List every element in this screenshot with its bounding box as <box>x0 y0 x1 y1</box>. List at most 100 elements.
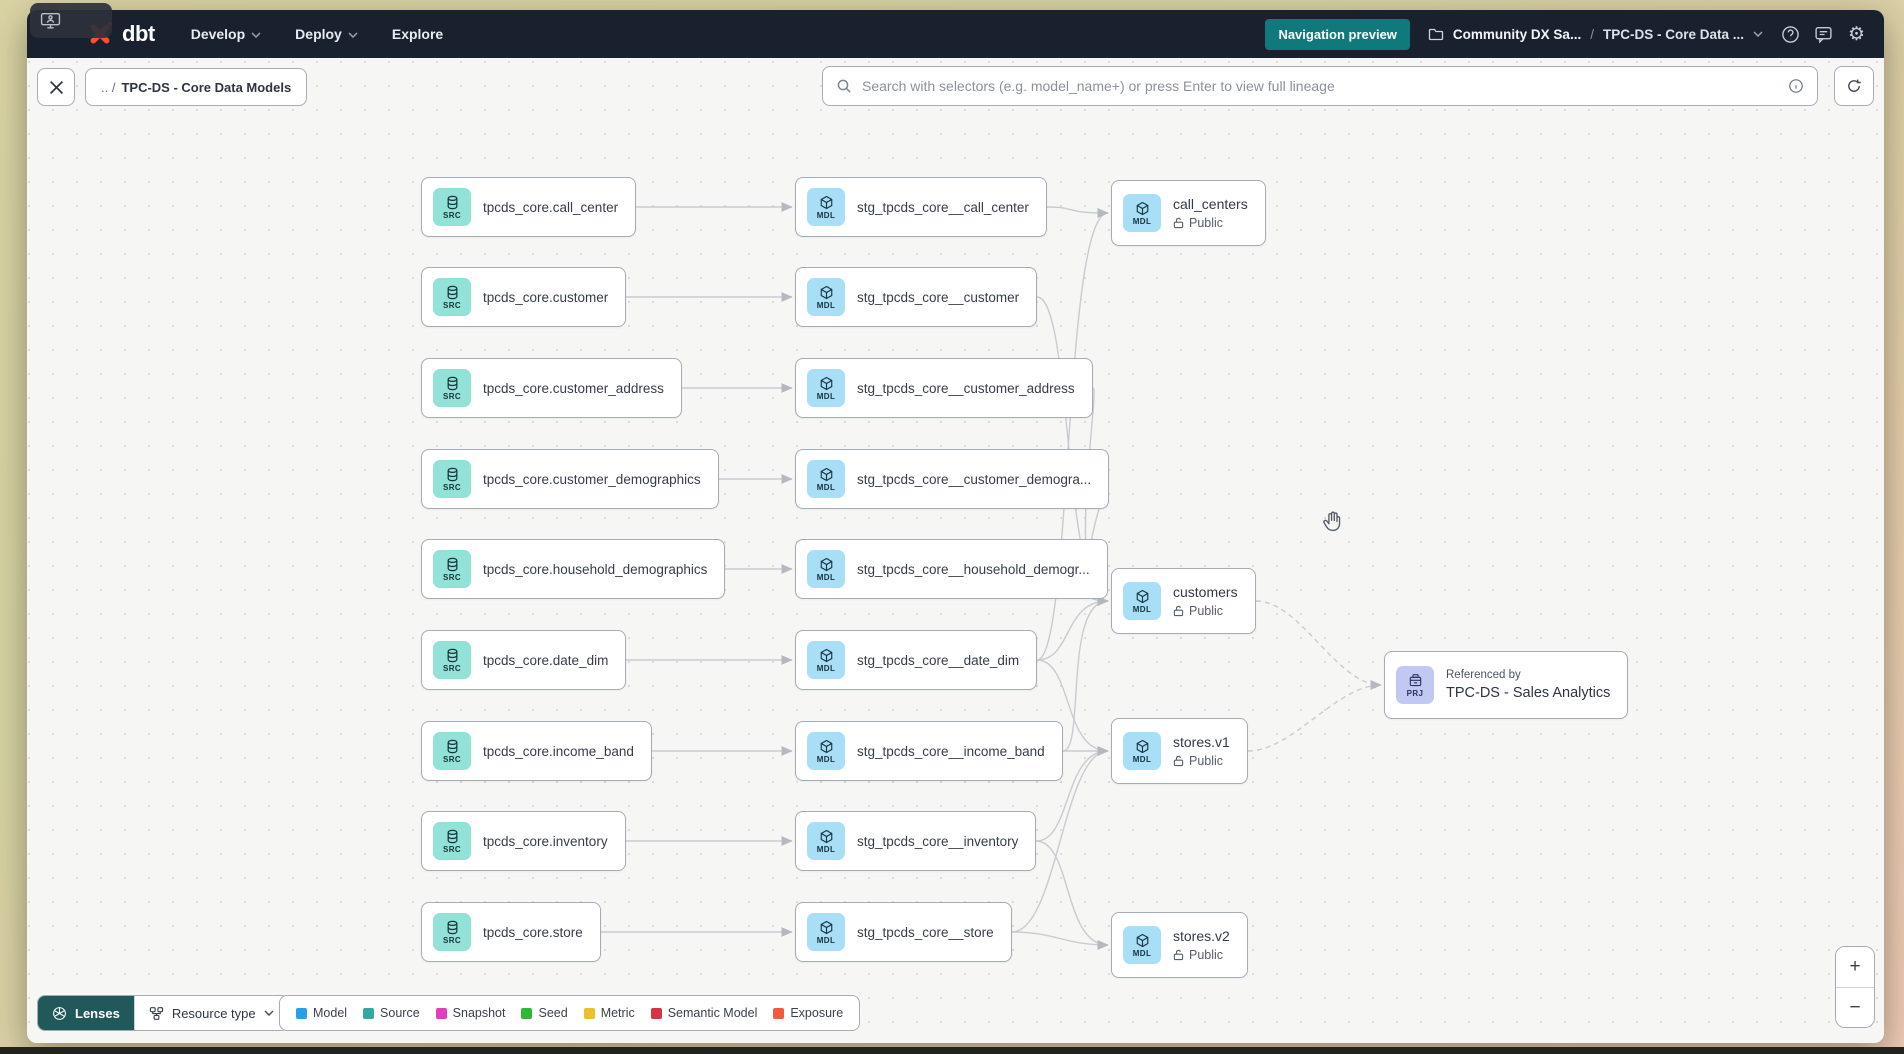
database-icon <box>447 467 457 481</box>
database-icon <box>447 376 457 390</box>
model-node[interactable]: MDL stg_tpcds_core__inventory <box>795 811 1037 871</box>
chevron-down-icon <box>251 32 261 38</box>
legend-item: Semantic Model <box>650 1006 757 1020</box>
nav-menu-explore[interactable]: Explore <box>391 26 444 42</box>
source-node[interactable]: SRC tpcds_core.household_demographics <box>421 539 726 599</box>
model-cube-icon <box>820 376 832 390</box>
view-controls: Lenses Resource type <box>37 995 289 1031</box>
database-icon <box>447 648 457 662</box>
settings-gear-icon[interactable]: ⚙ <box>1847 23 1866 45</box>
info-icon[interactable] <box>1788 78 1804 94</box>
help-icon[interactable] <box>1781 25 1800 44</box>
source-badge: SRC <box>433 641 471 679</box>
public-lock-icon <box>1173 217 1184 229</box>
model-cube-icon <box>820 467 832 481</box>
source-node[interactable]: SRC tpcds_core.customer_demographics <box>421 449 719 509</box>
project-badge: PRJ <box>1396 666 1434 704</box>
chevron-down-icon <box>264 1010 274 1016</box>
legend-swatch <box>583 1007 595 1019</box>
navigation-preview-button[interactable]: Navigation preview <box>1265 18 1410 50</box>
chevron-down-icon <box>348 32 358 38</box>
account-breadcrumb[interactable]: Community DX Sa... / TPC-DS - Core Data … <box>1428 26 1763 42</box>
model-cube-icon <box>820 557 832 571</box>
model-node[interactable]: MDL stg_tpcds_core__call_center <box>795 177 1047 237</box>
refresh-lineage-button[interactable] <box>1834 66 1874 106</box>
source-badge: SRC <box>433 732 471 770</box>
model-badge: MDL <box>807 641 845 679</box>
project-node[interactable]: PRJ Referenced by TPC-DS - Sales Analyti… <box>1384 651 1629 719</box>
lenses-button[interactable]: Lenses <box>38 996 134 1030</box>
public-model-node[interactable]: MDL stores.v1 Public <box>1111 718 1248 784</box>
breadcrumb-label: TPC-DS - Core Data Models <box>121 79 292 95</box>
legend-swatch <box>363 1007 375 1019</box>
model-badge: MDL <box>807 913 845 951</box>
feedback-icon[interactable] <box>1814 25 1833 44</box>
database-icon <box>447 739 457 753</box>
source-node[interactable]: SRC tpcds_core.income_band <box>421 721 652 781</box>
brand-text: dbt <box>122 21 155 46</box>
legend-item: Model <box>296 1006 347 1020</box>
legend-item: Exposure <box>773 1006 843 1020</box>
model-badge: MDL <box>807 369 845 407</box>
nav-menu-deploy[interactable]: Deploy <box>295 26 358 42</box>
chevron-down-icon[interactable] <box>1753 31 1763 37</box>
project-name: TPC-DS - Core Data ... <box>1602 26 1744 42</box>
source-node[interactable]: SRC tpcds_core.call_center <box>421 177 637 237</box>
source-badge: SRC <box>433 550 471 588</box>
access-badge: Public <box>1173 216 1248 230</box>
legend-item: Seed <box>521 1006 568 1020</box>
model-cube-icon <box>1136 739 1148 753</box>
lineage-canvas[interactable]: SRC tpcds_core.call_center MDL stg_tpcds… <box>27 58 1884 1043</box>
source-node[interactable]: SRC tpcds_core.inventory <box>421 811 626 871</box>
source-node[interactable]: SRC tpcds_core.date_dim <box>421 630 627 690</box>
public-model-node[interactable]: MDL call_centers Public <box>1111 180 1266 246</box>
model-node[interactable]: MDL stg_tpcds_core__store <box>795 902 1012 962</box>
model-node[interactable]: MDL stg_tpcds_core__household_demogr... <box>795 539 1108 599</box>
zoom-in-button[interactable]: + <box>1836 947 1874 987</box>
model-cube-icon <box>1136 201 1148 215</box>
model-node[interactable]: MDL stg_tpcds_core__customer_address <box>795 358 1093 418</box>
breadcrumb-separator: / <box>1590 26 1594 42</box>
legend-swatch <box>773 1007 785 1019</box>
model-badge: MDL <box>1123 926 1161 964</box>
lineage-search-bar <box>822 66 1818 106</box>
public-lock-icon <box>1173 755 1184 767</box>
resource-type-dropdown[interactable]: Resource type <box>133 996 288 1030</box>
nav-menu-develop[interactable]: Develop <box>191 26 261 42</box>
model-badge: MDL <box>807 188 845 226</box>
model-node[interactable]: MDL stg_tpcds_core__date_dim <box>795 630 1038 690</box>
public-lock-icon <box>1173 949 1184 961</box>
source-node[interactable]: SRC tpcds_core.store <box>421 902 601 962</box>
legend-item: Snapshot <box>435 1006 505 1020</box>
database-icon <box>447 829 457 843</box>
resource-type-icon <box>149 1006 163 1020</box>
screen-share-icon <box>40 12 61 29</box>
source-node[interactable]: SRC tpcds_core.customer <box>421 267 627 327</box>
source-node[interactable]: SRC tpcds_core.customer_address <box>421 358 682 418</box>
search-icon <box>837 79 851 93</box>
desktop-edge <box>0 1047 1904 1054</box>
legend-swatch <box>435 1007 447 1019</box>
zoom-out-button[interactable]: − <box>1836 987 1874 1027</box>
model-cube-icon <box>820 285 832 299</box>
model-cube-icon <box>820 920 832 934</box>
public-model-node[interactable]: MDL customers Public <box>1111 568 1256 634</box>
model-node[interactable]: MDL stg_tpcds_core__income_band <box>795 721 1063 781</box>
search-input[interactable] <box>862 78 1778 94</box>
model-node[interactable]: MDL stg_tpcds_core__customer <box>795 267 1038 327</box>
access-badge: Public <box>1173 948 1230 962</box>
lineage-breadcrumb[interactable]: .. / TPC-DS - Core Data Models <box>85 68 308 106</box>
legend-swatch <box>650 1007 662 1019</box>
model-node[interactable]: MDL stg_tpcds_core__customer_demogra... <box>795 449 1110 509</box>
model-cube-icon <box>820 195 832 209</box>
legend-item: Source <box>363 1006 420 1020</box>
zoom-controls: + − <box>1835 946 1875 1028</box>
source-badge: SRC <box>433 188 471 226</box>
database-icon <box>447 920 457 934</box>
close-lineage-button[interactable] <box>37 68 75 106</box>
legend-swatch <box>521 1007 533 1019</box>
resource-type-label: Resource type <box>171 1005 256 1021</box>
nav-menus: Develop Deploy Explore <box>191 26 444 42</box>
public-model-node[interactable]: MDL stores.v2 Public <box>1111 912 1248 978</box>
